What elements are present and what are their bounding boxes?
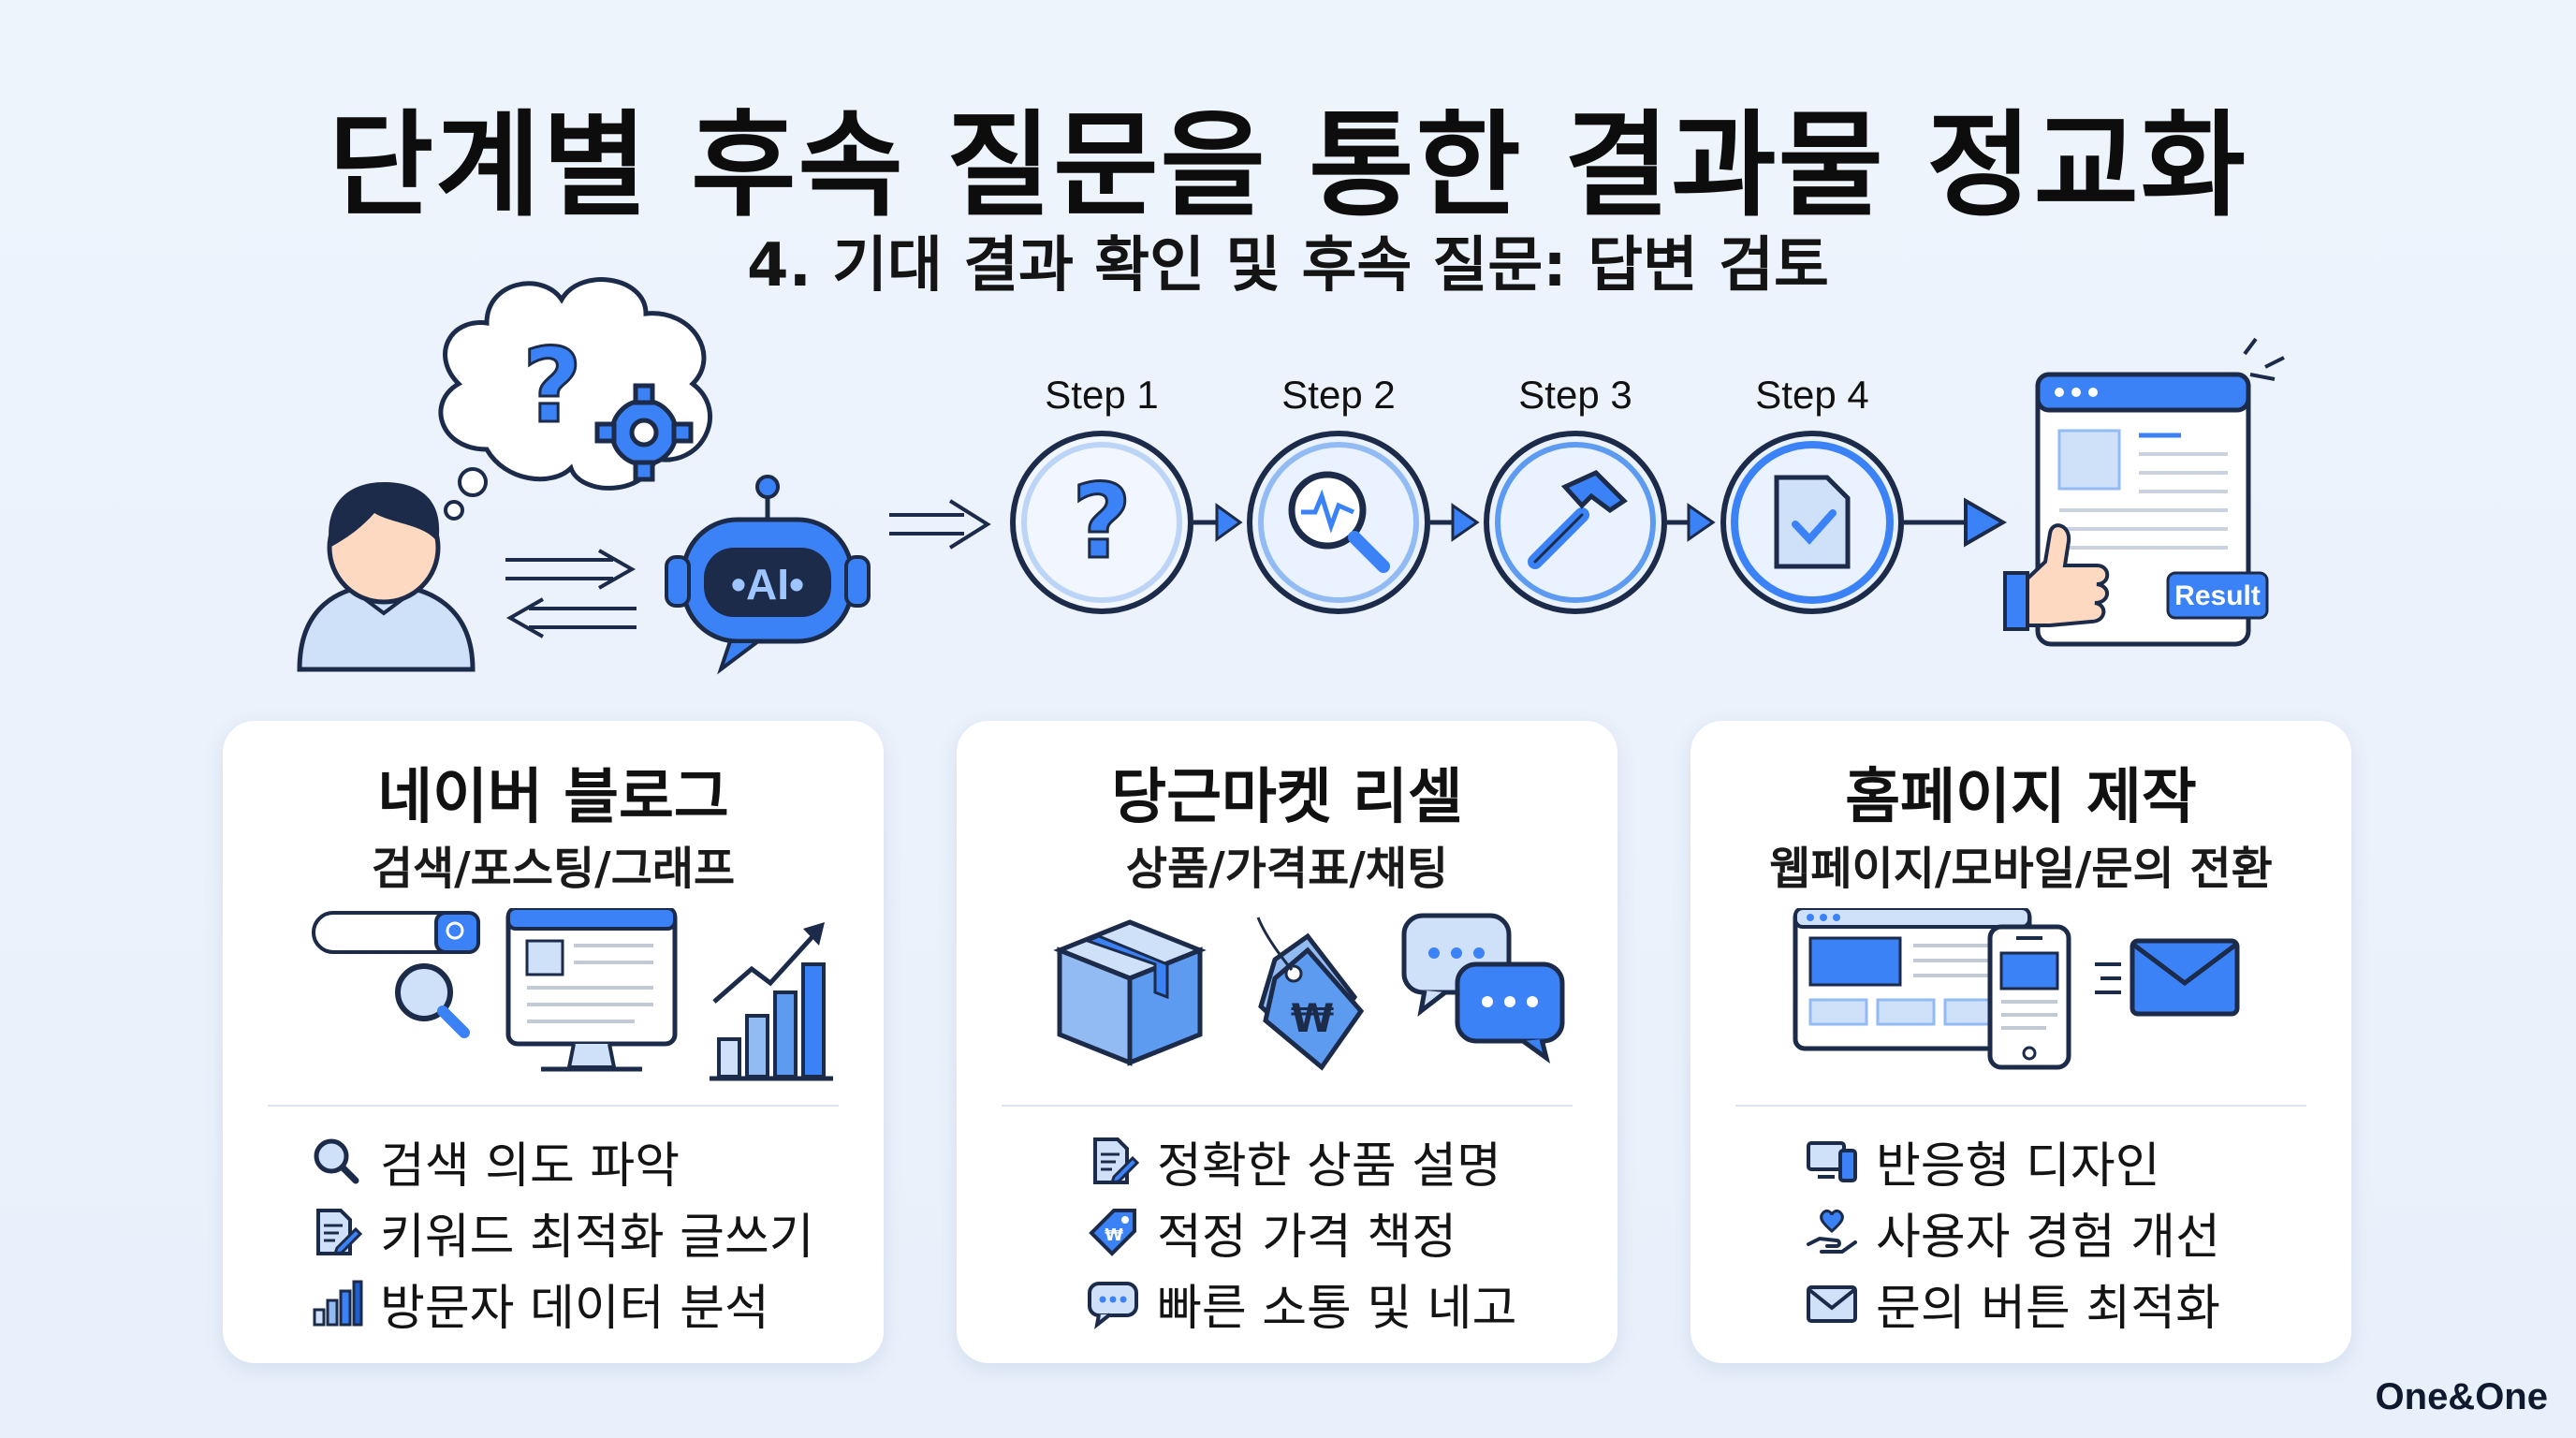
mobile-phone-icon (1987, 924, 2071, 1070)
document-check-icon (1774, 475, 1851, 569)
step-1-circle: ? (1010, 431, 1193, 614)
list-item-text: 빠른 소통 및 네고 (1157, 1280, 1517, 1337)
list-item: 사용자 경험 개선 (1805, 1196, 2466, 1268)
price-tag-icon: ₩ (1256, 917, 1365, 1071)
svg-text:₩: ₩ (1291, 995, 1334, 1041)
envelope-icon (2130, 938, 2240, 1017)
box-icon (1053, 919, 1207, 1066)
card-title: 네이버 블로그 (377, 763, 729, 832)
list-item-text: 문의 버튼 최적화 (1876, 1280, 2220, 1337)
step-4-circle (1720, 431, 1904, 614)
magnifier-icon (395, 963, 470, 1038)
monitor-icon (505, 908, 678, 1072)
arrow-icon (1451, 503, 1480, 542)
list-item: 검색 의도 파악 (309, 1125, 970, 1196)
webpage-icon (1793, 908, 2032, 1051)
card-bullet-list: 검색 의도 파악 키워드 최적화 글쓰기 방문자 데이터 분석 (223, 1125, 970, 1339)
card-subtitle: 상품/가격표/채팅 (1125, 843, 1449, 895)
flow-diagram: ? •AI• ? (297, 277, 2285, 675)
responsive-devices-icon (1807, 1141, 1857, 1182)
search-icon (314, 1138, 359, 1184)
list-item-text: 검색 의도 파악 (380, 1137, 681, 1195)
list-item: 키워드 최적화 글쓰기 (309, 1196, 970, 1268)
arrow-icon (1964, 497, 2008, 548)
card-naver-blog: 네이버 블로그 검색/포스팅/그래프 (223, 721, 884, 1363)
resell-illustration: ₩ (1053, 913, 1565, 1071)
card-bullet-list: 정확한 상품 설명 ₩ 적정 가격 책정 빠른 소통 및 네고 (957, 1125, 1747, 1339)
arrow-icon (1215, 503, 1243, 542)
envelope-icon (1807, 1285, 1857, 1323)
step-4-label: Step 4 (1755, 373, 1869, 417)
gear-icon (594, 383, 694, 482)
step-3-label: Step 3 (1518, 373, 1632, 417)
brand-logo: One&One (2375, 1376, 2548, 1417)
speed-lines-icon (2095, 962, 2121, 994)
svg-text:₩: ₩ (1105, 1225, 1123, 1245)
person-icon (297, 482, 476, 672)
hammer-icon (1528, 470, 1628, 569)
card-daangn-resell: 당근마켓 리셀 상품/가격표/채팅 ₩ 정확한 상품 설명 (957, 721, 1617, 1363)
card-bullet-list: 반응형 디자인 사용자 경험 개선 문의 버튼 최적화 (1690, 1125, 2466, 1339)
list-item-text: 적정 가격 책정 (1157, 1209, 1457, 1266)
bar-chart-icon (313, 1280, 363, 1327)
edit-document-icon (1093, 1137, 1140, 1184)
list-item-text: 정확한 상품 설명 (1157, 1137, 1501, 1195)
step-2-label: Step 2 (1281, 373, 1396, 417)
hand-heart-icon (1807, 1210, 1857, 1254)
list-item: 방문자 데이터 분석 (309, 1268, 970, 1339)
bar-chart-icon (710, 922, 833, 1081)
step-1-label: Step 1 (1045, 373, 1159, 417)
card-divider (1002, 1105, 1573, 1107)
page-subtitle: 4. 기대 결과 확인 및 후속 질문: 답변 검토 (747, 231, 1829, 301)
search-bar-icon (312, 911, 480, 954)
list-item: 반응형 디자인 (1805, 1125, 2466, 1196)
list-item: 문의 버튼 최적화 (1805, 1268, 2466, 1339)
magnifier-analysis-icon (1288, 471, 1390, 573)
list-item-text: 키워드 최적화 글쓰기 (380, 1209, 814, 1266)
edit-document-icon (316, 1209, 363, 1255)
thumbs-up-icon (2003, 523, 2110, 631)
ai-robot-icon (665, 475, 871, 675)
exchange-arrows-icon (505, 549, 637, 638)
ai-label: •AI• (731, 560, 804, 609)
list-item-text: 사용자 경험 개선 (1876, 1209, 2220, 1266)
card-title: 홈페이지 제작 (1845, 763, 2197, 832)
step-3-circle (1484, 431, 1667, 614)
price-tag-icon: ₩ (1089, 1209, 1136, 1256)
blog-illustration (312, 908, 833, 1081)
chat-bubble-icon (1088, 1282, 1138, 1329)
list-item-text: 방문자 데이터 분석 (380, 1280, 769, 1337)
step-2-circle (1247, 431, 1430, 614)
card-divider (268, 1105, 839, 1107)
list-item: 정확한 상품 설명 (1086, 1125, 1747, 1196)
card-homepage: 홈페이지 제작 웹페이지/모바일/문의 전환 반응형 디 (1690, 721, 2351, 1363)
card-divider (1735, 1105, 2306, 1107)
card-subtitle: 웹페이지/모바일/문의 전환 (1769, 843, 2273, 895)
list-item-text: 반응형 디자인 (1876, 1137, 2160, 1195)
question-icon: ? (1072, 462, 1132, 581)
list-item: 빠른 소통 및 네고 (1086, 1268, 1747, 1339)
homepage-illustration (1793, 908, 2240, 1070)
result-badge: Result (2174, 580, 2261, 611)
chat-bubbles-icon (1401, 913, 1565, 1064)
thought-bubble-icon: ? (438, 277, 712, 521)
page-title: 단계별 후속 질문을 통한 결과물 정교화 (328, 99, 2248, 232)
card-subtitle: 검색/포스팅/그래프 (371, 843, 736, 895)
arrow-icon (1687, 503, 1716, 542)
flow-arrow-icon (889, 499, 991, 550)
question-icon: ? (522, 326, 582, 446)
list-item: ₩ 적정 가격 책정 (1086, 1196, 1747, 1268)
card-title: 당근마켓 리셀 (1111, 763, 1463, 832)
